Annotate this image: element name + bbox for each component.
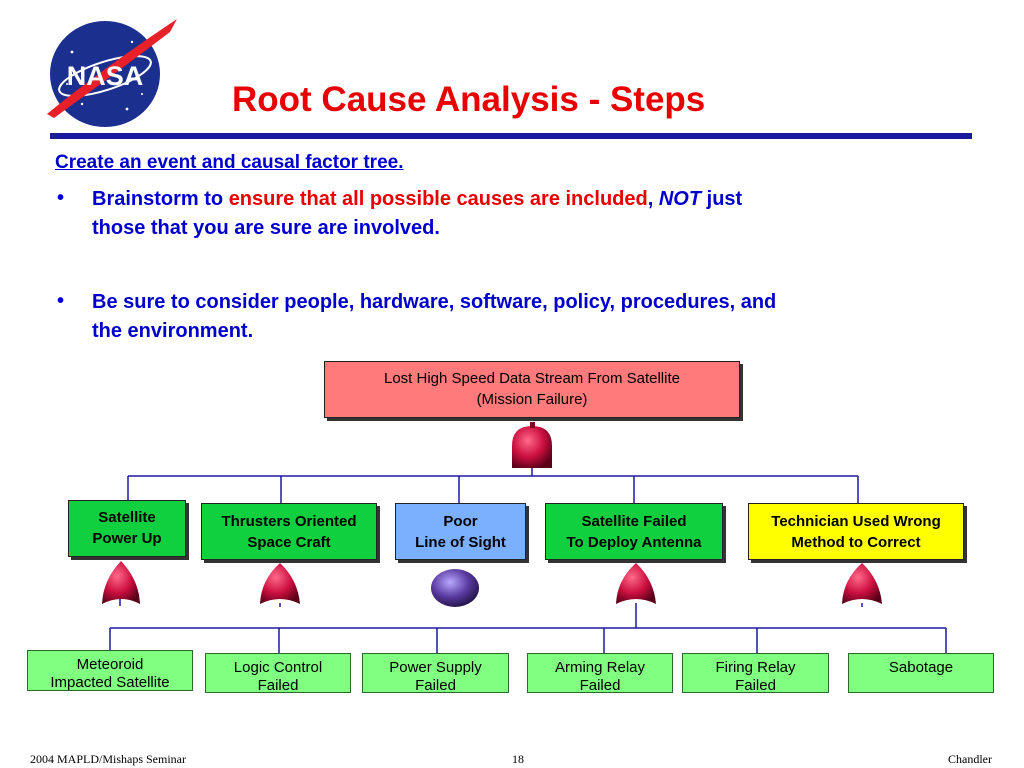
nasa-logo: NASA <box>47 19 177 127</box>
event-antenna-deploy-failed: Satellite Failed To Deploy Antenna <box>545 503 723 560</box>
top-event-line2: (Mission Failure) <box>476 391 588 408</box>
event-label: Space Craft <box>247 534 331 551</box>
leaf-label: Failed <box>415 677 456 694</box>
top-event-box: Lost High Speed Data Stream From Satelli… <box>324 361 740 418</box>
leaf-label: Firing Relay <box>715 659 796 676</box>
bullet-1-line2: those that you are sure are involved. <box>92 217 440 239</box>
bullet-1-text-b: just <box>701 188 743 210</box>
or-gate <box>260 563 300 604</box>
top-event-line1: Lost High Speed Data Stream From Satelli… <box>384 370 680 387</box>
event-label: Satellite Failed <box>581 513 687 530</box>
leaf-label: Meteoroid <box>76 656 144 673</box>
footer-author: Chandler <box>948 752 992 766</box>
event-technician-wrong-method: Technician Used Wrong Method to Correct <box>748 503 964 560</box>
leaf-label: Failed <box>579 677 621 694</box>
or-gate <box>102 561 140 604</box>
bullet-1: Brainstorm to ensure that all possible c… <box>92 185 972 243</box>
leaf-label: Impacted Satellite <box>50 674 170 691</box>
leaf-power-supply: Power Supply Failed <box>362 653 509 694</box>
subheading: Create an event and causal factor tree. <box>55 152 404 173</box>
leaf-label: Power Supply <box>389 659 482 676</box>
and-gate-top <box>512 422 552 468</box>
or-gate <box>842 563 882 604</box>
event-label: Poor <box>443 513 478 530</box>
leaf-logic-control: Logic Control Failed <box>205 653 351 694</box>
event-thrusters-oriented: Thrusters Oriented Space Craft <box>201 503 377 560</box>
event-label: Thrusters Oriented <box>221 513 357 530</box>
title-rule <box>50 133 972 139</box>
nasa-logo-text: NASA <box>67 61 144 91</box>
event-label: Power Up <box>92 530 162 547</box>
leaf-label: Failed <box>257 677 299 694</box>
bullet-1-text-a: Brainstorm to <box>92 188 229 210</box>
or-gate <box>616 563 656 604</box>
event-poor-line-of-sight: Poor Line of Sight <box>395 503 526 560</box>
footer-page-number: 18 <box>512 752 524 766</box>
bullet-marker: • <box>57 290 65 312</box>
footer-seminar: 2004 MAPLD/Mishaps Seminar <box>30 752 186 766</box>
undeveloped-event-node <box>431 569 479 607</box>
event-label: To Deploy Antenna <box>566 534 702 551</box>
event-label: Satellite <box>98 509 156 526</box>
leaf-label: Sabotage <box>888 659 954 676</box>
event-label: Method to Correct <box>791 534 921 551</box>
bullet-marker: • <box>57 187 65 209</box>
leaf-meteoroid: Meteoroid Impacted Satellite <box>27 650 193 691</box>
event-label: Technician Used Wrong <box>771 513 941 530</box>
leaf-firing-relay: Firing Relay Failed <box>682 653 829 694</box>
bullet-2-line2: the environment. <box>92 320 254 342</box>
slide-title: Root Cause Analysis - Steps <box>232 80 706 119</box>
bullet-1-emphasis: ensure that all possible causes are incl… <box>228 188 648 210</box>
leaf-label: Logic Control <box>233 659 323 676</box>
leaf-sabotage: Sabotage <box>848 653 994 693</box>
bullet-1-not: NOT <box>658 188 702 210</box>
leaf-label: Arming Relay <box>554 659 646 676</box>
event-satellite-power-up: Satellite Power Up <box>68 500 186 557</box>
leaf-arming-relay: Arming Relay Failed <box>527 653 673 694</box>
bullet-2: Be sure to consider people, hardware, so… <box>92 288 992 346</box>
leaf-label: Failed <box>735 677 776 694</box>
event-label: Line of Sight <box>415 534 506 551</box>
bullet-2-line1: Be sure to consider people, hardware, so… <box>92 291 777 313</box>
bullet-1-comma: , <box>647 188 654 210</box>
